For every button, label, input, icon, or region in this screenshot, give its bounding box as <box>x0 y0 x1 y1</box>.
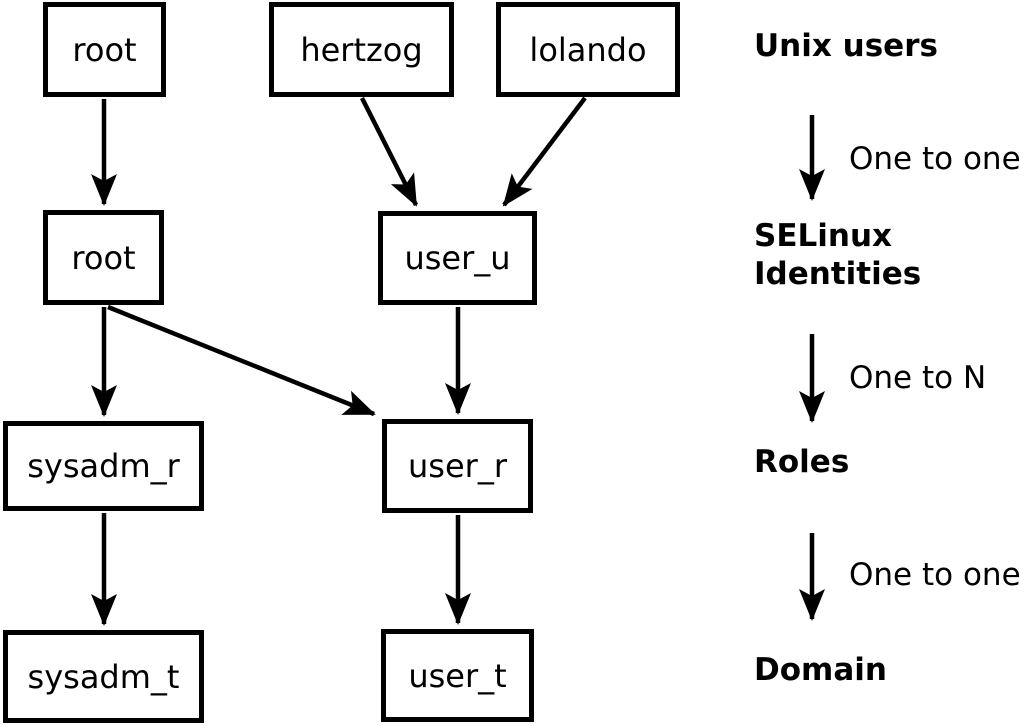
node-unix-root: root <box>43 2 166 97</box>
legend-selinux-identities-line2: Identities <box>754 256 922 292</box>
legend-domain-label: Domain <box>754 652 887 688</box>
legend-one-to-n-label: One to N <box>849 360 987 396</box>
node-domain-user-t-label: user_t <box>408 656 507 695</box>
edge-identity-root-to-user-r-arrow <box>107 304 376 417</box>
node-selinux-identity-user-u-label: user_u <box>404 239 511 277</box>
node-unix-root-label: root <box>72 30 137 69</box>
node-selinux-identity-root-label: root <box>71 238 136 277</box>
legend-unix-users-label: Unix users <box>754 28 938 64</box>
edge-hertzog-to-user-u-arrow <box>359 96 419 207</box>
node-domain-sysadm-t-label: sysadm_t <box>27 657 180 696</box>
legend-roles-label: Roles <box>754 444 850 480</box>
legend-selinux-identities-label: SELinux Identities <box>754 217 921 293</box>
node-unix-hertzog-label: hertzog <box>300 30 423 69</box>
node-role-user-r: user_r <box>382 419 533 513</box>
node-selinux-identity-root: root <box>43 210 164 305</box>
node-role-sysadm-r-label: sysadm_r <box>27 447 180 485</box>
node-role-sysadm-r: sysadm_r <box>3 421 204 511</box>
node-unix-lolando-label: lolando <box>529 30 647 69</box>
node-unix-lolando: lolando <box>496 2 680 97</box>
node-unix-hertzog: hertzog <box>269 2 454 97</box>
node-role-user-r-label: user_r <box>408 447 507 485</box>
node-domain-sysadm-t: sysadm_t <box>3 630 204 723</box>
node-domain-user-t: user_t <box>381 629 534 722</box>
node-selinux-identity-user-u: user_u <box>378 211 537 305</box>
legend-one-to-one-label-2: One to one <box>849 557 1021 593</box>
legend-selinux-identities-line1: SELinux <box>754 218 893 254</box>
legend-one-to-one-label-1: One to one <box>849 141 1021 177</box>
edge-lolando-to-user-u-arrow <box>502 96 587 207</box>
